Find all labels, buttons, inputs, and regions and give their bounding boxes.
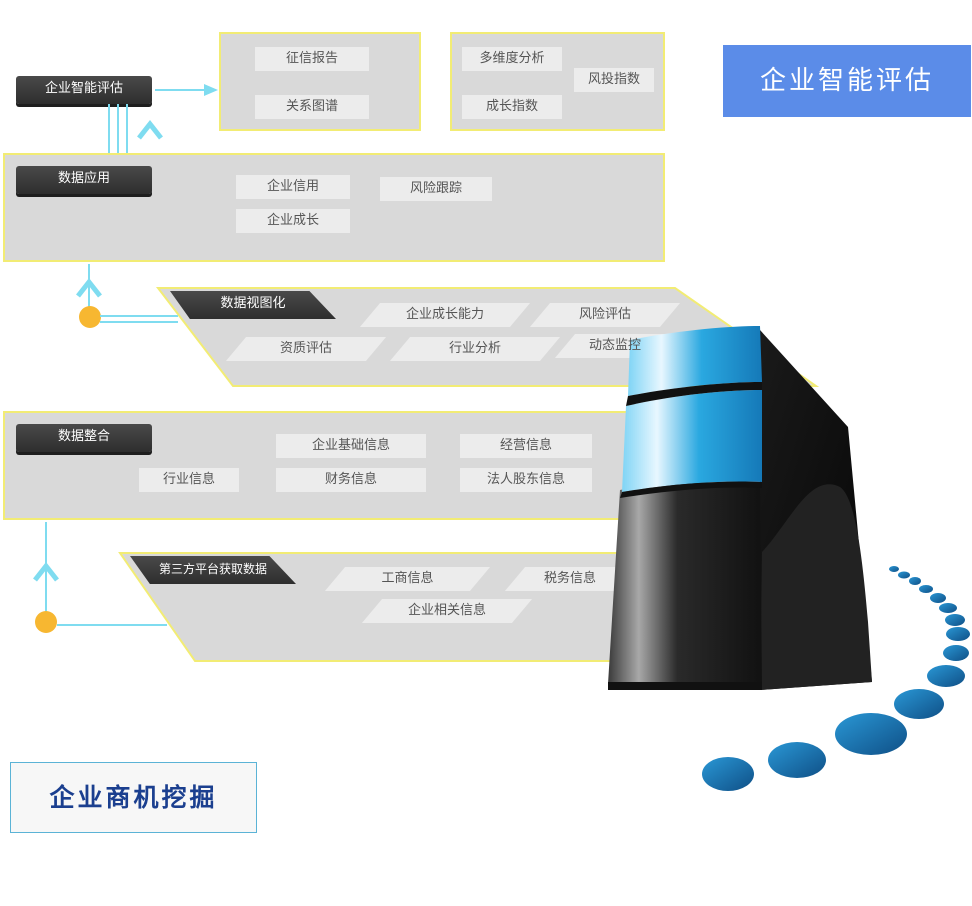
- arrow-up-icon: [33, 561, 59, 582]
- item-finance-info: 财务信息: [276, 468, 426, 492]
- item-operation-info: 经营信息: [460, 434, 592, 458]
- connector-third-right: [57, 624, 167, 626]
- connector-viz-up: [88, 264, 90, 310]
- item-growth-index: 成长指数: [462, 95, 562, 119]
- connector-eval-down-3: [126, 104, 128, 154]
- item-tax-info: 税务信息: [515, 567, 625, 591]
- item-industry-analysis: 行业分析: [400, 337, 550, 361]
- main-title: 企业智能评估: [723, 45, 971, 117]
- node-dot-viz: [79, 306, 101, 328]
- item-growth-ability: 企业成长能力: [370, 303, 520, 327]
- secondary-title: 企业商机挖掘: [10, 762, 257, 833]
- connector-eval-right: [155, 89, 210, 91]
- item-risk-tracking: 风险跟踪: [380, 177, 492, 201]
- tab-visualization: 数据视图化: [170, 291, 336, 319]
- item-business-info: 工商信息: [335, 567, 480, 591]
- item-vc-index: 风投指数: [574, 68, 654, 92]
- connector-third-up: [45, 522, 47, 620]
- report-box: 征信报告 关系图谱: [219, 32, 421, 131]
- item-dynamic-monitor: 动态监控: [565, 334, 665, 358]
- item-risk-assessment: 风险评估: [540, 303, 670, 327]
- connector-eval-down-2: [117, 104, 119, 154]
- tab-thirdparty: 第三方平台获取数据: [130, 556, 296, 584]
- item-multi-dim: 多维度分析: [462, 47, 562, 71]
- tab-evaluation: 企业智能评估: [16, 76, 152, 104]
- item-related-info: 企业相关信息: [372, 599, 522, 623]
- arrow-up-icon: [76, 277, 102, 298]
- connector-viz-right-1: [100, 315, 178, 317]
- application-panel: 企业信用 风险跟踪 企业成长: [3, 153, 665, 262]
- item-enterprise-credit: 企业信用: [236, 175, 350, 199]
- item-industry-info: 行业信息: [139, 468, 239, 492]
- item-basic-info: 企业基础信息: [276, 434, 426, 458]
- tab-integration: 数据整合: [16, 424, 152, 452]
- item-relation-graph: 关系图谱: [255, 95, 369, 119]
- connector-eval-down-1: [108, 104, 110, 154]
- tab-application: 数据应用: [16, 166, 152, 194]
- connector-viz-right-2: [100, 321, 178, 323]
- item-shareholder-info: 法人股东信息: [460, 468, 592, 492]
- arrow-right-icon: [204, 84, 218, 96]
- item-credit-report: 征信报告: [255, 47, 369, 71]
- item-enterprise-growth: 企业成长: [236, 209, 350, 233]
- analysis-box: 多维度分析 成长指数 风投指数: [450, 32, 665, 131]
- server-icon: [608, 326, 970, 791]
- item-qualification: 资质评估: [236, 337, 376, 361]
- node-dot-third: [35, 611, 57, 633]
- arrow-up-icon: [137, 119, 163, 140]
